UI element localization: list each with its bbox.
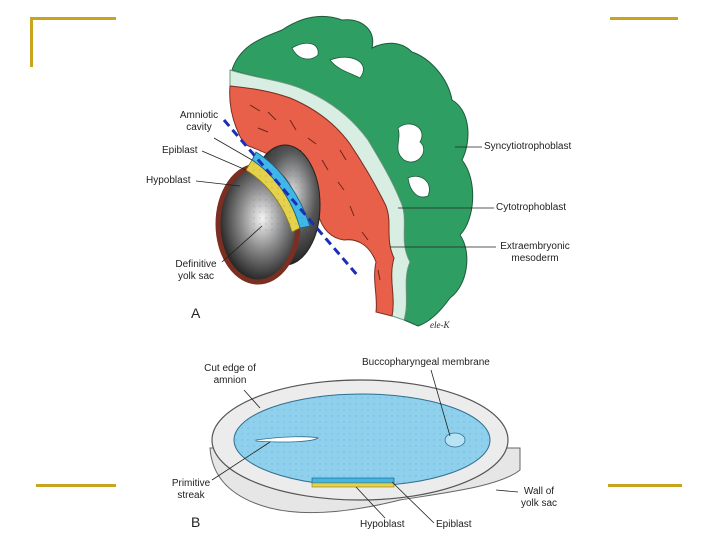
label-primitive-streak: Primitive streak xyxy=(168,478,214,502)
label-cut-edge-of-amnion: Cut edge of amnion xyxy=(198,363,262,387)
label-cytotrophoblast: Cytotrophoblast xyxy=(496,202,566,214)
label-epiblast-b: Epiblast xyxy=(436,519,472,531)
buccopharyngeal-membrane-shape xyxy=(445,433,465,447)
label-buccopharyngeal-membrane: Buccopharyngeal membrane xyxy=(362,357,490,369)
label-hypoblast-a: Hypoblast xyxy=(146,175,190,187)
label-definitive-yolk-sac: Definitive yolk sac xyxy=(168,259,224,283)
label-extraembryonic-mesoderm: Extraembryonic mesoderm xyxy=(496,241,574,265)
label-syncytiotrophoblast: Syncytiotrophoblast xyxy=(484,141,571,153)
section-strip-hypoblast xyxy=(312,483,394,487)
lacuna xyxy=(398,124,424,162)
panel-letter-b: B xyxy=(191,514,200,530)
panel-letter-a: A xyxy=(191,305,200,321)
label-epiblast-a: Epiblast xyxy=(162,145,198,157)
label-hypoblast-b: Hypoblast xyxy=(360,519,404,531)
section-strip-epiblast xyxy=(312,478,394,483)
label-amniotic-cavity: Amniotic cavity xyxy=(174,110,224,134)
label-wall-of-yolk-sac: Wall of yolk sac xyxy=(514,486,564,510)
artist-signature: ele-K xyxy=(430,320,450,330)
